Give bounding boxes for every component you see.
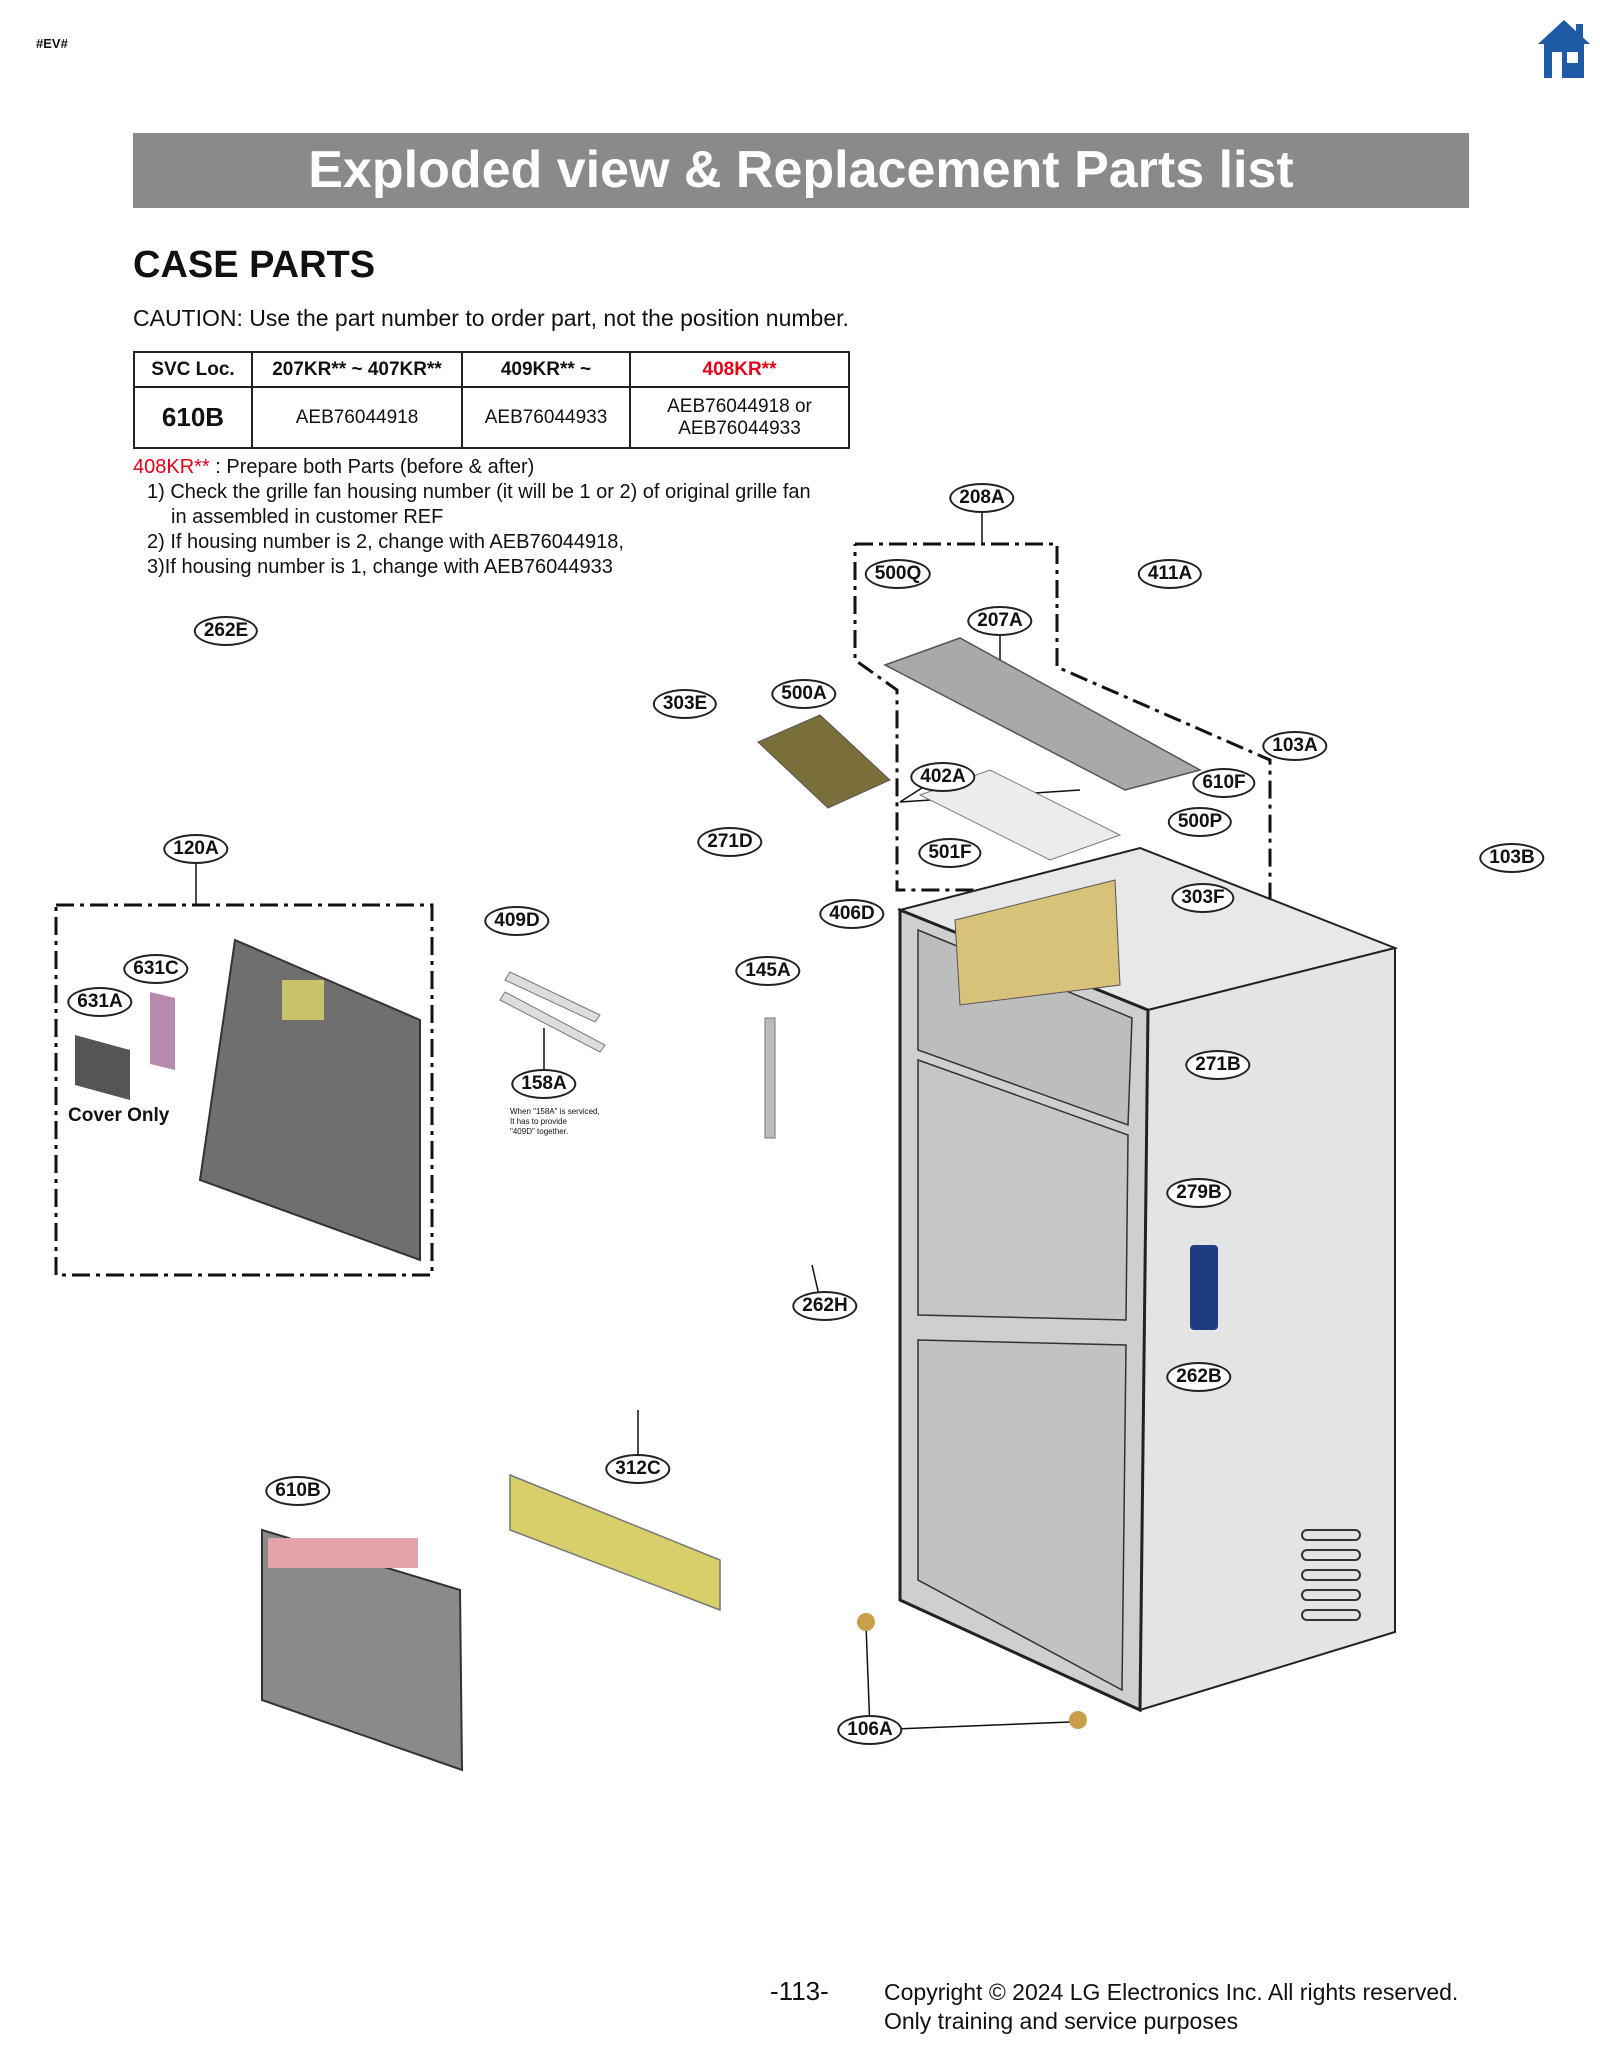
svc-cell-loc: 610B [133,386,253,449]
note-model: 408KR** [133,456,210,478]
label-262E: 262E [193,616,259,646]
part-120A-bracket [282,980,324,1020]
part-207A-drawing [883,637,1202,791]
part-120A-drawing [198,938,421,1262]
page-title: Exploded view & Replacement Parts list [308,141,1294,199]
label-411A: 411A [1137,559,1203,589]
svc-table-header: SVC Loc. 207KR** ~ 407KR** 409KR** ~ 408… [133,351,850,388]
svc-header-loc: SVC Loc. [133,351,253,388]
page-number: -113- [770,1976,829,2006]
svc-cell-col1: AEB76044918 [251,386,463,449]
home-icon[interactable] [1536,18,1592,80]
label-271B: 271B [1185,1050,1251,1080]
copyright-line2: Only training and service purposes [884,2008,1239,2034]
note-158A-line2: It has to provide [510,1117,567,1126]
svc-header-col3: 408KR** [629,351,850,388]
label-279B: 279B [1166,1178,1232,1208]
note-line1a: 1) Check the grille fan housing number (… [147,481,811,503]
copyright: Copyright © 2024 LG Electronics Inc. All… [884,1978,1458,2036]
label-158A: 158A [511,1069,577,1099]
svc-cell-col3-line2: AEB76044933 [678,417,801,439]
part-631A-drawing [75,1035,130,1100]
label-103A: 103A [1262,731,1328,761]
part-145A-drawing [764,1017,776,1139]
svc-header-col1: 207KR** ~ 407KR** [251,351,463,388]
note-158A-line3: "409D" together. [510,1127,569,1136]
label-500P: 500P [1167,807,1233,837]
svc-cell-col3-line1: AEB76044918 or [667,395,812,417]
note-intro-text: : Prepare both Parts (before & after) [209,456,535,478]
part-610B-drawing [261,1528,464,1772]
caution-text: CAUTION: Use the part number to order pa… [133,305,849,331]
label-271D: 271D [697,827,763,857]
svc-table: SVC Loc. 207KR** ~ 407KR** 409KR** ~ 408… [133,351,850,449]
label-406D: 406D [819,899,885,929]
label-208A: 208A [949,483,1015,513]
label-501F: 501F [918,838,982,868]
label-500A: 500A [771,679,837,709]
label-262H: 262H [792,1291,858,1321]
note-block: 408KR** : Prepare both Parts (before & a… [133,455,811,580]
title-bar: Exploded view & Replacement Parts list [133,133,1469,208]
section-title: CASE PARTS [133,244,376,286]
note-158A-line1: When "158A" is serviced, [510,1107,600,1116]
note-158A: When "158A" is serviced, It has to provi… [510,1107,630,1137]
label-145A: 145A [735,956,801,986]
cabinet-drawing [896,846,1399,1713]
label-610B: 610B [265,1476,331,1506]
cover-only-label: Cover Only [68,1105,170,1126]
part-106A-foot-left [857,1613,875,1631]
label-262B: 262B [1166,1362,1232,1392]
note-line3: 3)If housing number is 1, change with AE… [147,556,613,578]
label-103B: 103B [1479,843,1545,873]
group-120A-outline [54,903,434,1277]
label-610F: 610F [1192,768,1256,798]
label-312C: 312C [605,1454,671,1484]
part-158A-drawing [499,991,606,1053]
label-303F: 303F [1171,883,1235,913]
copyright-line1: Copyright © 2024 LG Electronics Inc. All… [884,1979,1459,2005]
label-106A: 106A [837,1715,903,1745]
label-303E: 303E [652,689,718,719]
part-631C-drawing [150,992,175,1070]
part-106A-foot-right [1069,1711,1087,1729]
label-402A: 402A [910,762,976,792]
part-279B-drawing [1190,1245,1218,1330]
page-tag: #EV# [36,36,68,51]
label-631C: 631C [123,954,189,984]
note-intro: 408KR** : Prepare both Parts (before & a… [133,455,811,480]
svc-cell-col3: AEB76044918 or AEB76044933 [629,386,850,449]
svc-header-col2: 409KR** ~ [461,351,631,388]
label-500Q: 500Q [864,559,932,589]
svc-table-row: 610B AEB76044918 AEB76044933 AEB76044918… [133,386,850,449]
note-line1b: in assembled in customer REF [171,506,444,528]
svc-cell-col2: AEB76044933 [461,386,631,449]
label-207A: 207A [967,606,1033,636]
label-120A: 120A [163,834,229,864]
part-409D-drawing [504,971,601,1023]
label-409D: 409D [484,906,550,936]
note-line2: 2) If housing number is 2, change with A… [147,531,624,553]
label-631A: 631A [67,987,133,1017]
part-500A-drawing [757,714,891,809]
part-312C-drawing [509,1473,721,1612]
